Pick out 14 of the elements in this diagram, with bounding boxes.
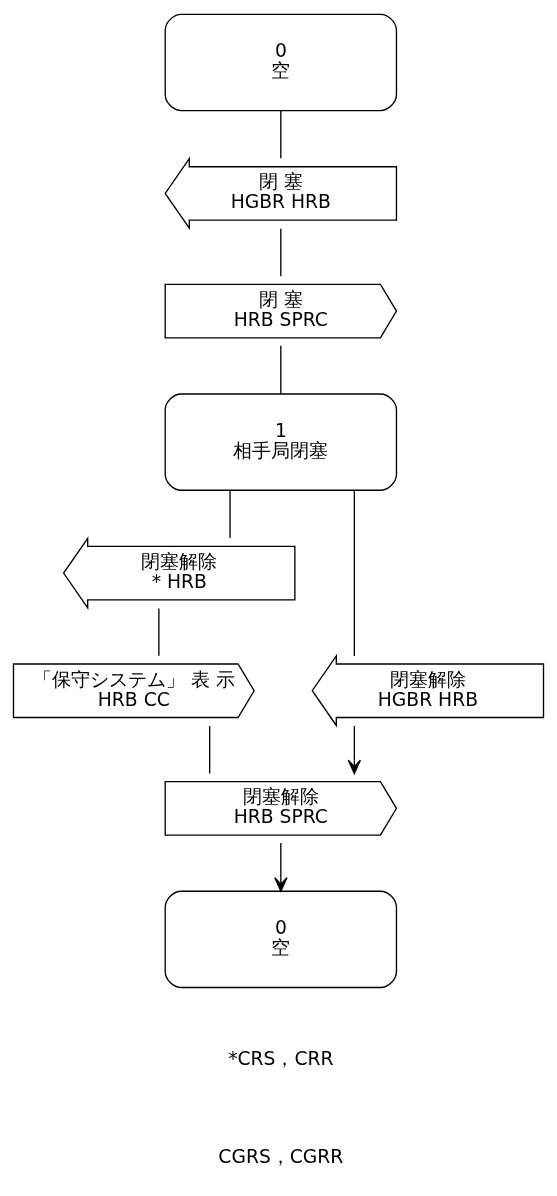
connector	[158, 607, 160, 657]
label: *CRS，CRR	[228, 1047, 334, 1069]
connector	[280, 227, 282, 277]
node-box: 0 空	[164, 890, 398, 988]
node-box: 1 相手局閉塞	[164, 392, 398, 491]
connector	[209, 724, 211, 774]
connector	[280, 109, 282, 159]
label: CGRS，CGRR	[218, 1145, 344, 1167]
node-box: 0 空	[164, 13, 398, 111]
connector	[280, 344, 282, 395]
arrow	[347, 724, 362, 774]
connector	[353, 489, 356, 657]
connector	[229, 489, 231, 539]
arrow	[274, 841, 288, 892]
